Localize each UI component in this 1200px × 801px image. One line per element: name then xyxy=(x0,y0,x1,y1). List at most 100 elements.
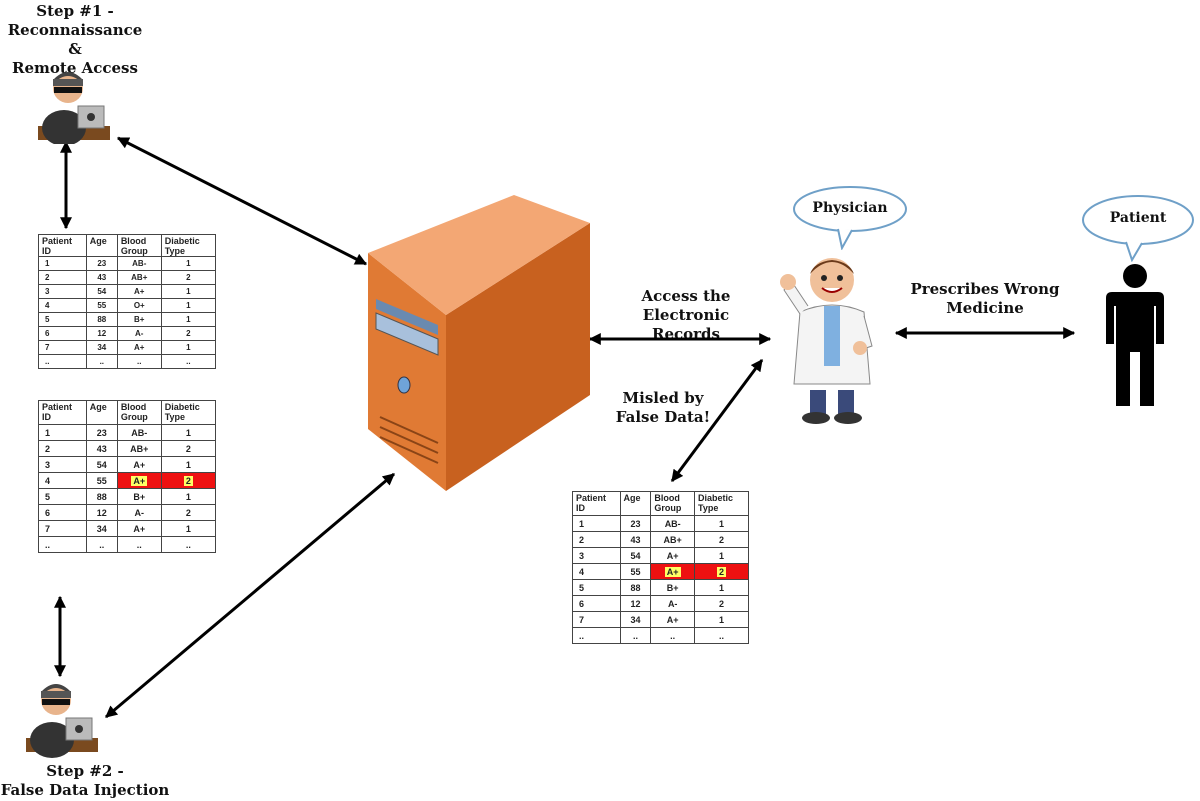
table-cell: AB- xyxy=(116,424,162,441)
hacker-icon xyxy=(26,684,98,758)
table-cell: 2 xyxy=(160,504,217,521)
patient-icon xyxy=(1106,264,1164,406)
table-cell: 1 xyxy=(160,284,217,299)
table-row: ........ xyxy=(38,354,217,369)
step1-label: Step #1 - Reconnaissance & Remote Access xyxy=(0,2,150,78)
access-records-label: Access the Electronic Records xyxy=(596,287,776,344)
table-cell: .. xyxy=(650,627,696,644)
table-cell: .. xyxy=(85,354,118,369)
table-header-text: Type xyxy=(164,412,186,422)
table-cell: 5 xyxy=(38,488,87,505)
table-cell: 55 xyxy=(85,472,118,489)
table-cell: 88 xyxy=(85,312,118,327)
table-header-text: Blood xyxy=(120,402,147,412)
table-cell: .. xyxy=(85,536,118,553)
table-header-text: Diabetic xyxy=(164,236,200,246)
patient-label: Patient xyxy=(1109,210,1167,226)
table-header-cell: Age xyxy=(85,400,118,425)
step1-label-line: Remote Access xyxy=(12,59,138,77)
table-cell: .. xyxy=(694,627,749,644)
tampered-value: A+ xyxy=(664,566,681,577)
table-header-text: Type xyxy=(164,246,186,256)
table-cell: 5 xyxy=(38,312,87,327)
table-cell: 2 xyxy=(160,326,217,341)
table-cell: A+ xyxy=(650,547,696,564)
table-cell: 2 xyxy=(160,472,217,489)
table-cell: AB+ xyxy=(116,270,162,285)
table-cell: 43 xyxy=(85,270,118,285)
table-cell: 2 xyxy=(694,595,749,612)
table-header-text: Group xyxy=(120,412,148,422)
table-cell: A+ xyxy=(116,456,162,473)
tampered-value: 2 xyxy=(717,566,727,577)
table-cell: 2 xyxy=(572,531,621,548)
access-label-line: Records xyxy=(652,325,720,343)
hacker-icon xyxy=(38,72,110,144)
step2-label: Step #2 - False Data Injection xyxy=(0,762,170,800)
table-cell: 55 xyxy=(619,563,652,580)
table-cell: 54 xyxy=(619,547,652,564)
table-cell: A+ xyxy=(116,340,162,355)
table-cell: 1 xyxy=(38,256,87,271)
table-cell: 2 xyxy=(694,531,749,548)
table-cell: 3 xyxy=(38,284,87,299)
table-header-text: Age xyxy=(89,402,107,412)
table-cell: 2 xyxy=(38,270,87,285)
table-cell: A+ xyxy=(116,520,162,537)
tampered-value: 2 xyxy=(183,475,193,486)
misled-label: Misled by False Data! xyxy=(608,389,718,427)
table-cell: 4 xyxy=(572,563,621,580)
step2-label-line: Step #2 - xyxy=(46,762,124,780)
table-header-text: ID xyxy=(42,246,51,256)
table-header-text: Blood xyxy=(654,493,680,503)
table-cell: 3 xyxy=(38,456,87,473)
table-cell: AB+ xyxy=(650,531,696,548)
table-cell: 1 xyxy=(160,520,217,537)
table-header-text: Diabetic xyxy=(698,493,734,503)
table-cell: A- xyxy=(650,595,696,612)
table-cell: A- xyxy=(116,326,162,341)
table-cell: 12 xyxy=(85,326,118,341)
table-cell: 54 xyxy=(85,456,118,473)
table-cell: 2 xyxy=(38,440,87,457)
table-cell: 5 xyxy=(572,579,621,596)
table-cell: 23 xyxy=(619,515,652,532)
table-cell: A+ xyxy=(116,472,162,489)
table-cell: A+ xyxy=(650,611,696,628)
prescribes-label: Prescribes Wrong Medicine xyxy=(900,280,1070,318)
tampered-value: A+ xyxy=(131,475,148,486)
misled-label-line: Misled by xyxy=(622,389,704,407)
table-cell: 1 xyxy=(38,424,87,441)
table-cell: 1 xyxy=(694,515,749,532)
table-cell: 34 xyxy=(619,611,652,628)
table-cell: AB+ xyxy=(116,440,162,457)
table-cell: AB- xyxy=(116,256,162,271)
table-header-text: Age xyxy=(89,236,107,246)
table-header-text: ID xyxy=(42,412,51,422)
physician-icon xyxy=(780,258,873,424)
table-cell: A- xyxy=(116,504,162,521)
table-cell: 12 xyxy=(85,504,118,521)
table-cell: B+ xyxy=(116,488,162,505)
table-cell: 1 xyxy=(694,579,749,596)
table-cell: 1 xyxy=(160,456,217,473)
prescribes-label-line: Medicine xyxy=(946,299,1024,317)
